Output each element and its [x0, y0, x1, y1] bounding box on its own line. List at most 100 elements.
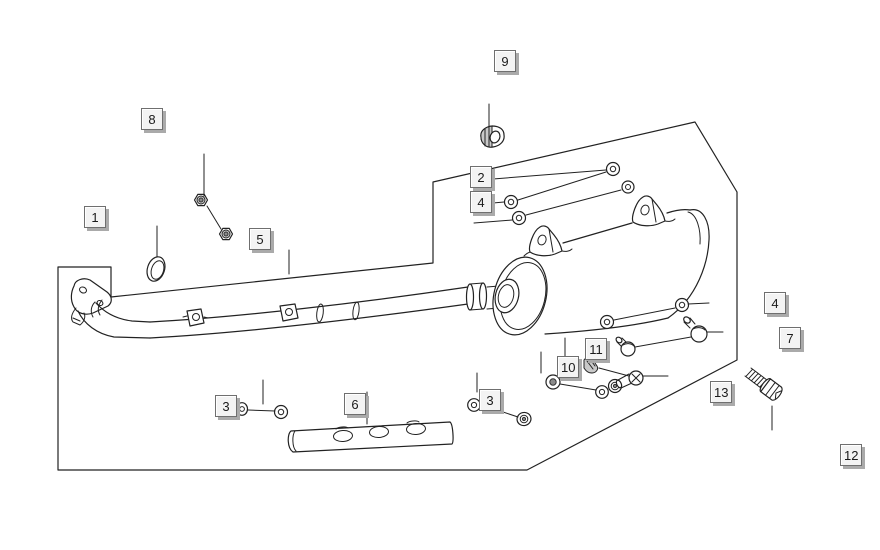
pointer-4b [613, 302, 710, 321]
heat-shield [287, 420, 454, 453]
bolt-7a-neck [683, 317, 696, 329]
boundary-outline [57, 121, 738, 471]
callout-13[interactable]: 13 [710, 381, 733, 403]
grommet-3l-a [235, 402, 249, 416]
muffler [492, 195, 710, 336]
callout-2[interactable]: 2 [470, 166, 492, 188]
washer-2b-hole [625, 184, 631, 190]
nut-8b-hole [223, 231, 229, 237]
diagram-boundary [57, 121, 738, 471]
lower-hardware-cluster [235, 357, 644, 427]
pointer-3-right [476, 372, 519, 418]
muffler-right-cap-inner [687, 211, 701, 245]
pointer-8 [203, 153, 222, 230]
grommet-10-core [549, 378, 557, 386]
muffler-bottom-edge [544, 317, 669, 335]
washer-under-outer [599, 314, 615, 330]
washer-4-hole [507, 198, 515, 206]
callout-pointer-lines [156, 103, 773, 431]
muffler-right-cap [667, 209, 710, 319]
callout-5-label: 5 [256, 231, 264, 247]
pipe-clamp-1-tabs [182, 315, 209, 319]
callout-12-label: 12 [844, 447, 859, 463]
washer-a-outer [595, 385, 609, 399]
grommet-3l-b [273, 404, 289, 420]
heat-shield-plate [287, 421, 454, 453]
cap-nut-facets [484, 126, 490, 148]
pipe-bend-outer [77, 310, 151, 339]
callout-3-left[interactable]: 3 [215, 395, 237, 417]
muffler-bracket-right-fold [651, 198, 676, 223]
pipe-clamp-2-hole [285, 308, 293, 316]
washer-under-hole [603, 318, 611, 326]
pipe-joint-ring-1 [316, 303, 324, 323]
washer-b-hole [612, 383, 618, 389]
callout-11[interactable]: 11 [585, 338, 607, 360]
hex-flange-bolt [744, 367, 783, 401]
washer-4b-hole [515, 214, 523, 222]
callout-13-label: 13 [714, 384, 729, 400]
bolt-11-shaft-end [615, 379, 623, 389]
callout-12[interactable]: 12 [840, 444, 863, 466]
grommet-3r-b-mid [519, 414, 529, 424]
grommet-3r-a-hole [470, 401, 478, 409]
callout-6-label: 6 [351, 396, 359, 412]
callout-7-label: 7 [786, 330, 794, 346]
callout-9-label: 9 [501, 53, 509, 69]
muffler-bracket-right-hole [640, 204, 650, 216]
pointer-2 [492, 169, 607, 180]
callout-8[interactable]: 8 [141, 108, 163, 130]
washer-under2-hole [678, 301, 686, 309]
callout-7[interactable]: 7 [779, 327, 801, 349]
grommet-3l-a-hole [239, 406, 245, 412]
washer-2b-outer [621, 180, 635, 194]
washer-2-outer [605, 161, 621, 177]
callout-4-right[interactable]: 4 [764, 292, 786, 314]
washer-under2-outer [674, 297, 690, 313]
bolt-7b-dome [622, 343, 635, 347]
heat-shield-hole-3 [406, 422, 426, 436]
muffler-endcap-outer [492, 256, 548, 336]
heat-shield-left-bead [292, 430, 297, 452]
callout-4-upper[interactable]: 4 [470, 191, 492, 213]
bend-weld-collar [90, 299, 103, 318]
spacer-bushing-11-shade [586, 358, 596, 370]
callout-10-label: 10 [561, 359, 576, 375]
cap-nut-hole [489, 130, 501, 144]
washer-2-hole [609, 165, 617, 173]
bolt-7b-tip [615, 336, 623, 344]
callout-3-left-label: 3 [222, 398, 230, 414]
upper-washers [503, 161, 635, 226]
callout-6[interactable]: 6 [344, 393, 366, 415]
callout-2-label: 2 [477, 169, 485, 185]
pipe-top-edge [149, 286, 469, 323]
pipe-clamp-1 [186, 308, 205, 327]
callout-8-label: 8 [148, 111, 156, 127]
callout-11-label: 11 [589, 341, 603, 357]
callout-5[interactable]: 5 [249, 228, 271, 250]
muffler-inlet-hub [494, 278, 520, 314]
bolt-7a-dome [692, 327, 706, 331]
flange-tab [71, 307, 86, 326]
callout-3-right-label: 3 [486, 392, 494, 408]
mount-washers-bolts [599, 297, 708, 357]
grommet-3r-b-hole [521, 416, 527, 422]
pointer-11 [598, 367, 669, 377]
muffler-bracket-left-hole [537, 234, 547, 246]
heat-shield-hole-2 [369, 425, 389, 439]
callout-4-right-label: 4 [771, 295, 779, 311]
callout-1[interactable]: 1 [84, 206, 106, 228]
callout-3-right[interactable]: 3 [479, 389, 501, 411]
pipe-clamp-2 [279, 303, 299, 322]
callout-9[interactable]: 9 [494, 50, 516, 72]
gasket-inner [150, 260, 165, 280]
bolt-7b-head [620, 341, 636, 357]
cap-nut [480, 125, 505, 148]
callout-10[interactable]: 10 [557, 356, 580, 378]
washer-4-outer [503, 194, 519, 210]
pipe-joint-ring-2 [352, 301, 360, 321]
pipe-clamp-1-hole [192, 313, 200, 321]
bolt-13-head-facets [765, 381, 782, 400]
